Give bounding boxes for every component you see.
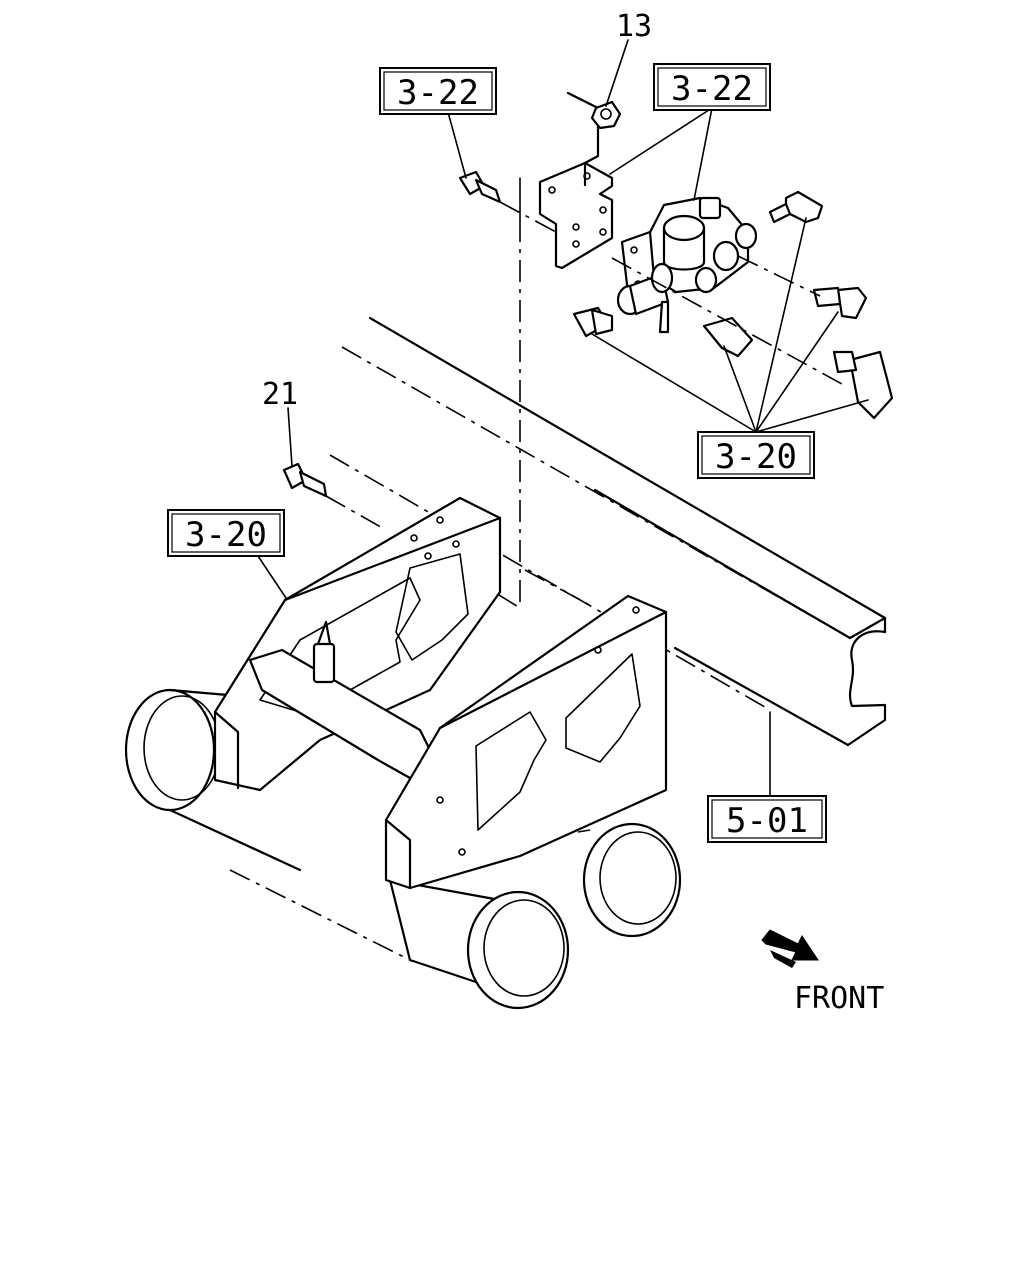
fitting-mid (702, 316, 754, 358)
callout-3-20-left-text: 3-20 (185, 515, 267, 555)
callout-3-22-right-text: 3-22 (671, 69, 753, 109)
bolt-21 (282, 462, 387, 531)
callout-3-22-right: 3-22 (653, 63, 771, 111)
front-label: FRONT (794, 981, 884, 1016)
fitting-mid-right (812, 286, 868, 320)
part-number-21: 21 (262, 377, 298, 412)
callout-3-20-right-text: 3-20 (715, 437, 797, 477)
valve-body (616, 196, 758, 334)
fitting-tee-right (832, 350, 894, 420)
front-arrow-icon (761, 929, 819, 968)
callout-3-22-left: 3-22 (379, 67, 497, 115)
fitting-left (572, 306, 614, 338)
callout-5-01: 5-01 (707, 795, 827, 843)
callout-5-01-text: 5-01 (726, 801, 808, 841)
part-number-13: 13 (616, 9, 652, 44)
valve-bracket (538, 91, 614, 270)
tank-assembly (124, 688, 682, 1010)
callout-3-22-left-text: 3-22 (397, 73, 479, 113)
frame-rail (329, 316, 887, 747)
callout-3-20-right: 3-20 (697, 431, 815, 479)
fitting-upper-right (768, 190, 824, 224)
nut-13 (590, 100, 622, 130)
leader-lines (257, 39, 869, 797)
callout-3-20-left: 3-20 (167, 509, 285, 557)
mounting-frame (213, 496, 668, 890)
